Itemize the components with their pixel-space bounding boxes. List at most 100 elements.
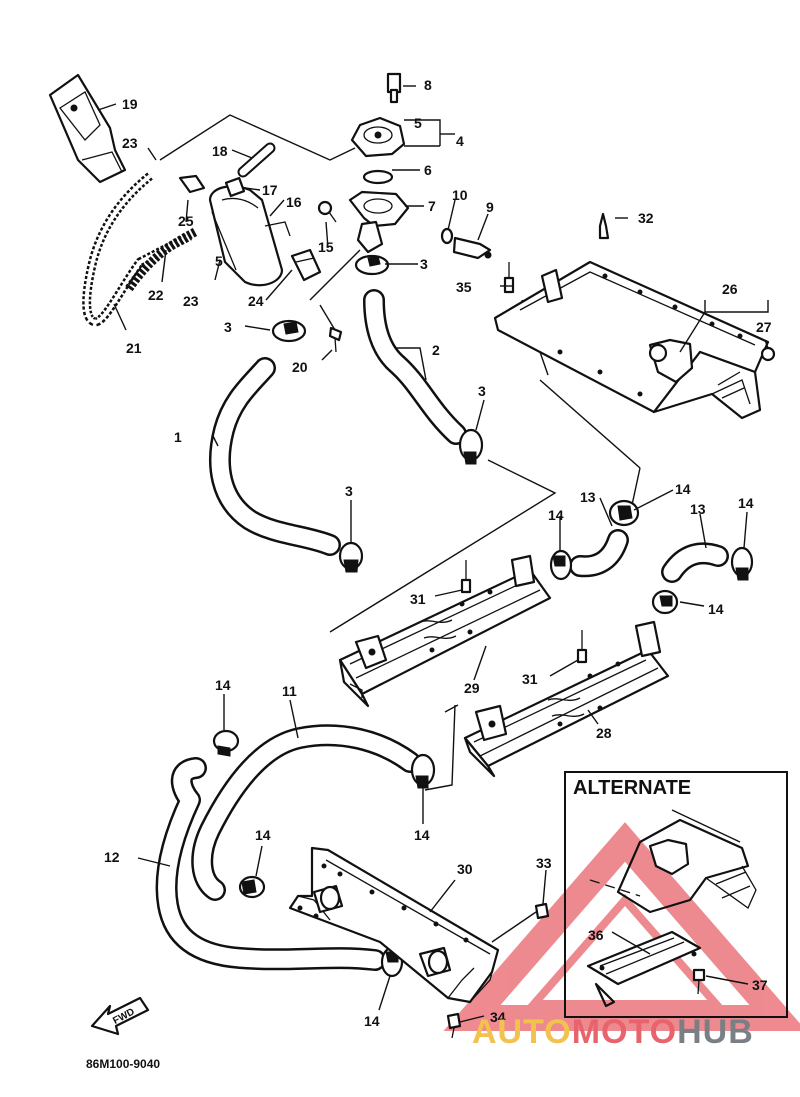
callout-29: 29 [464, 680, 480, 696]
callout-3a: 3 [224, 319, 232, 335]
callout-14d: 14 [708, 601, 724, 617]
callout-20: 20 [292, 359, 308, 375]
callout-14a: 14 [675, 481, 691, 497]
callout-36: 36 [588, 927, 604, 943]
hose-12 [155, 757, 386, 971]
callout-14h: 14 [364, 1013, 380, 1029]
radiator-29 [338, 554, 552, 708]
callout-33: 33 [536, 855, 552, 871]
clamp-14-b [549, 549, 573, 581]
bolt-33 [491, 902, 550, 943]
callout-13a: 13 [580, 489, 596, 505]
sensor-9 [452, 236, 492, 260]
alternate-title: ALTERNATE [573, 777, 691, 799]
hose-2 [363, 289, 467, 445]
callout-17: 17 [262, 182, 278, 198]
callout-32: 32 [638, 210, 654, 226]
watermark-auto: AUTO [472, 1013, 572, 1051]
callout-6: 6 [424, 162, 432, 178]
callout-26: 26 [722, 281, 738, 297]
callout-24: 24 [248, 293, 264, 309]
bolt-35 [503, 262, 515, 294]
callout-35: 35 [456, 279, 472, 295]
clamp-14-d [651, 589, 679, 615]
clamp-14-f [410, 753, 436, 789]
callout-labels: 19 23 18 17 16 25 5 22 23 24 21 3 20 15 … [104, 77, 772, 1029]
hose-1 [208, 357, 341, 556]
callout-23: 23 [122, 135, 138, 151]
callout-5b: 5 [215, 253, 223, 269]
breather-hose-22 [124, 228, 198, 293]
reservoir-tank [208, 176, 291, 287]
callout-27: 27 [756, 319, 772, 335]
callout-1: 1 [174, 429, 182, 445]
clamp-14-c [730, 546, 754, 581]
callout-31a: 31 [410, 591, 426, 607]
drawing-code: 86M100-9040 [86, 1057, 160, 1071]
radiator-26 [493, 260, 770, 420]
forward-arrow-icon: FWD [90, 996, 150, 1036]
callout-14b: 14 [548, 507, 564, 523]
callout-5a: 5 [414, 115, 422, 131]
bracket-24 [290, 248, 322, 282]
bolt-8 [386, 72, 402, 104]
bolt-31-lower [576, 630, 588, 664]
bolt-34 [446, 1012, 462, 1039]
filler-neck-7 [348, 190, 410, 254]
callout-23b: 23 [183, 293, 199, 309]
watermark-text: AUTOMOTOHUB [472, 1013, 754, 1051]
gasket-6 [362, 169, 394, 185]
hose-11 [191, 724, 421, 901]
bolt-32 [598, 212, 610, 240]
callout-9: 9 [486, 199, 494, 215]
automotohub-logo [443, 822, 800, 1031]
callout-31b: 31 [522, 671, 538, 687]
callout-4: 4 [456, 133, 464, 149]
callout-3b: 3 [420, 256, 428, 272]
clamp-3-hose1 [338, 541, 364, 573]
watermark-hub: HUB [677, 1013, 754, 1051]
hose-13-right [661, 542, 729, 583]
hose-13-left [569, 529, 629, 578]
screw-15 [317, 200, 337, 223]
clamp-3-top [354, 254, 390, 276]
callout-11: 11 [282, 683, 297, 699]
callout-7: 7 [428, 198, 436, 214]
callout-3c: 3 [478, 383, 486, 399]
callout-14f: 14 [414, 827, 430, 843]
callout-16: 16 [286, 194, 302, 210]
callout-3d: 3 [345, 483, 353, 499]
callout-13b: 13 [690, 501, 706, 517]
heat-exchanger-30 [288, 846, 500, 1004]
fitting-25 [178, 174, 206, 194]
callout-28: 28 [596, 725, 612, 741]
callout-14e: 14 [215, 677, 231, 693]
watermark-moto: MOTO [572, 1013, 677, 1051]
callout-34: 34 [490, 1009, 506, 1025]
radiator-28 [463, 620, 670, 778]
overflow-hose-21 [82, 172, 193, 327]
callout-15: 15 [318, 239, 334, 255]
callout-21: 21 [126, 340, 142, 356]
clamp-3-hose2 [458, 428, 484, 465]
callout-8: 8 [424, 77, 432, 93]
callout-14c: 14 [738, 495, 754, 511]
callout-19: 19 [122, 96, 138, 112]
reservoir-bracket [48, 73, 127, 184]
clamp-14-e [212, 729, 240, 757]
washer-10 [440, 227, 454, 245]
bolt-31-upper [460, 560, 472, 594]
leader-lines [97, 85, 769, 1023]
callout-2: 2 [432, 342, 440, 358]
callout-22: 22 [148, 287, 164, 303]
callout-30: 30 [457, 861, 473, 877]
clamp-14-a [608, 499, 640, 527]
callout-25: 25 [178, 213, 194, 229]
callout-12: 12 [104, 849, 120, 865]
clamp-3-left [271, 319, 307, 343]
clamp-14-g [238, 875, 266, 899]
callout-37: 37 [752, 977, 768, 993]
radiator-cap [350, 116, 406, 158]
nut-27 [760, 346, 776, 362]
